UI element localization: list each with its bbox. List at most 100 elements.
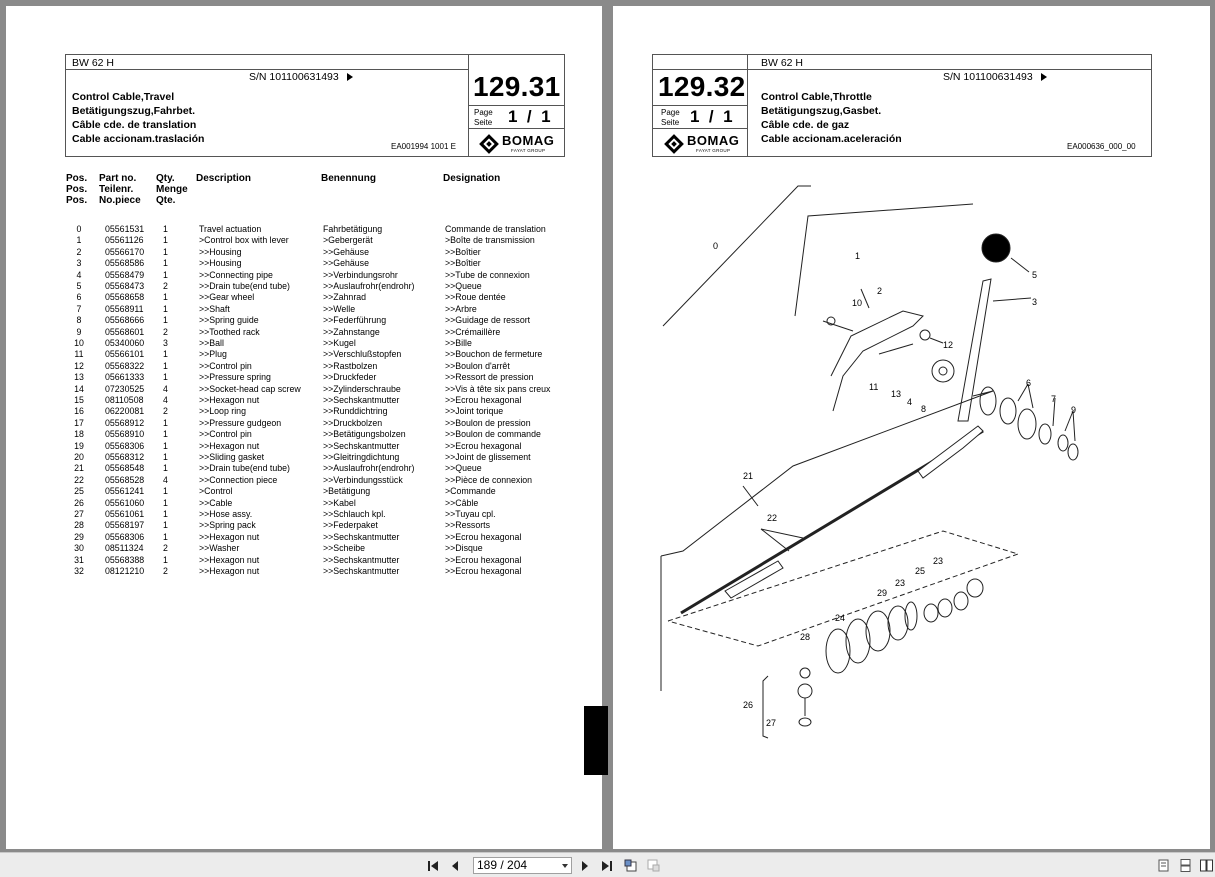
part-number: 05568548 xyxy=(105,463,145,474)
callout-21: 21 xyxy=(743,471,753,481)
part-benennung: >>Sechskantmutter xyxy=(323,440,400,451)
part-designation: >>Joint de glissement xyxy=(445,452,531,462)
previous-page-button[interactable] xyxy=(448,858,462,873)
part-qty: 1 xyxy=(163,246,168,257)
part-benennung: >>Druckfeder xyxy=(323,372,377,383)
part-pos: 1 xyxy=(76,235,82,246)
first-page-button[interactable] xyxy=(426,858,440,873)
part-description: >>Hexagon nut xyxy=(199,395,260,405)
model-label: BW 62 H xyxy=(72,57,115,69)
two-page-icon xyxy=(1199,859,1213,872)
part-benennung: >>Schlauch kpl. xyxy=(323,509,386,519)
part-qty: 2 xyxy=(163,566,168,576)
part-description: >>Connecting pipe xyxy=(199,269,273,280)
single-page-icon xyxy=(1158,859,1168,872)
part-designation: >>Queue xyxy=(445,463,482,474)
part-qty: 1 xyxy=(163,372,168,383)
model-label: BW 62 H xyxy=(761,57,804,69)
part-qty: 3 xyxy=(163,338,168,348)
title-en: Control Cable,Travel xyxy=(72,91,175,103)
part-benennung: >>Zahnrad xyxy=(323,292,367,303)
part-qty: 1 xyxy=(163,224,168,234)
part-designation: >>Joint torique xyxy=(445,406,504,417)
part-designation: Commande de translation xyxy=(445,224,546,234)
part-pos: 18 xyxy=(74,429,84,440)
part-description: >>Hose assy. xyxy=(199,509,253,519)
part-designation: >>Arbre xyxy=(445,303,477,314)
page-selector[interactable]: 189 / 204 xyxy=(473,857,572,874)
part-pos: 28 xyxy=(74,520,84,531)
part-qty: 1 xyxy=(163,486,168,497)
part-description: >>Socket-head cap screw xyxy=(199,383,301,394)
part-benennung: >>Zylinderschraube xyxy=(323,383,401,394)
forward-view-button[interactable] xyxy=(646,858,662,873)
part-qty: 4 xyxy=(163,474,168,485)
part-benennung: >>Gehäuse xyxy=(323,246,369,257)
part-benennung: >>Kugel xyxy=(323,338,356,348)
part-number: 05568312 xyxy=(105,452,145,462)
part-description: >>Control pin xyxy=(199,429,252,440)
part-number: 05566101 xyxy=(105,349,145,360)
page-label-en: Page xyxy=(474,108,493,117)
part-description: >>Housing xyxy=(199,258,242,269)
bomag-diamond-icon xyxy=(479,133,499,154)
part-description: >>Hexagon nut xyxy=(199,440,260,451)
part-number: 05568388 xyxy=(105,554,145,565)
part-benennung: >>Sechskantmutter xyxy=(323,566,400,576)
part-benennung: >>Verbindungsstück xyxy=(323,474,403,485)
part-description: >>Hexagon nut xyxy=(199,566,260,576)
part-designation: >Commande xyxy=(445,486,496,497)
part-qty: 2 xyxy=(163,281,168,291)
callout-6: 6 xyxy=(1026,378,1031,388)
part-designation: >>Ecrou hexagonal xyxy=(445,554,522,565)
col-designation: Designation xyxy=(443,173,501,184)
part-number: 05568322 xyxy=(105,360,145,371)
callout-8: 8 xyxy=(921,404,926,414)
part-designation: >>Boulon de pression xyxy=(445,417,531,428)
two-page-view-button[interactable] xyxy=(1199,858,1213,873)
part-qty: 1 xyxy=(163,235,168,246)
part-pos: 9 xyxy=(76,326,82,337)
part-number: 07230525 xyxy=(105,383,145,394)
part-number: 05568910 xyxy=(105,429,145,440)
title-fr: Câble cde. de gaz xyxy=(761,119,850,131)
part-qty: 1 xyxy=(163,463,168,474)
part-benennung: >>Druckbolzen xyxy=(323,417,383,428)
part-benennung: >>Gehäuse xyxy=(323,258,369,269)
part-pos: 29 xyxy=(74,531,84,542)
last-page-button[interactable] xyxy=(600,858,614,873)
part-benennung: >>Verbindungsrohr xyxy=(323,269,398,280)
page-edge-tab xyxy=(584,706,608,775)
part-description: >>Cable xyxy=(199,497,233,508)
part-qty: 1 xyxy=(163,360,168,371)
ea-code: EA000636_000_00 xyxy=(1067,142,1136,151)
forward-view-icon xyxy=(647,859,660,871)
part-description: >>Gear wheel xyxy=(199,292,255,303)
callout-0: 0 xyxy=(713,241,718,251)
part-qty: 1 xyxy=(163,520,168,531)
continuous-view-button[interactable] xyxy=(1178,858,1192,873)
part-qty: 2 xyxy=(163,543,168,554)
single-page-view-button[interactable] xyxy=(1156,858,1170,873)
part-qty: 4 xyxy=(163,383,168,394)
back-view-button[interactable] xyxy=(623,858,639,873)
part-benennung: >Betätigung xyxy=(323,486,371,497)
part-description: >>Shaft xyxy=(199,303,230,314)
part-pos: 10 xyxy=(74,338,84,348)
part-benennung: >>Federführung xyxy=(323,315,387,326)
part-pos: 16 xyxy=(74,406,84,417)
part-description: >>Ball xyxy=(199,338,224,348)
part-pos: 17 xyxy=(74,417,84,428)
chevron-down-icon xyxy=(562,864,568,868)
title-en: Control Cable,Throttle xyxy=(761,91,872,103)
previous-page-icon xyxy=(452,860,458,871)
part-pos: 11 xyxy=(74,349,84,360)
part-benennung: >>Gleitringdichtung xyxy=(323,452,400,462)
part-designation: >>Ecrou hexagonal xyxy=(445,531,522,542)
next-page-button[interactable] xyxy=(578,858,592,873)
part-designation: >Boîte de transmission xyxy=(445,235,535,246)
part-designation: >>Queue xyxy=(445,281,482,291)
part-designation: >>Ecrou hexagonal xyxy=(445,395,522,405)
